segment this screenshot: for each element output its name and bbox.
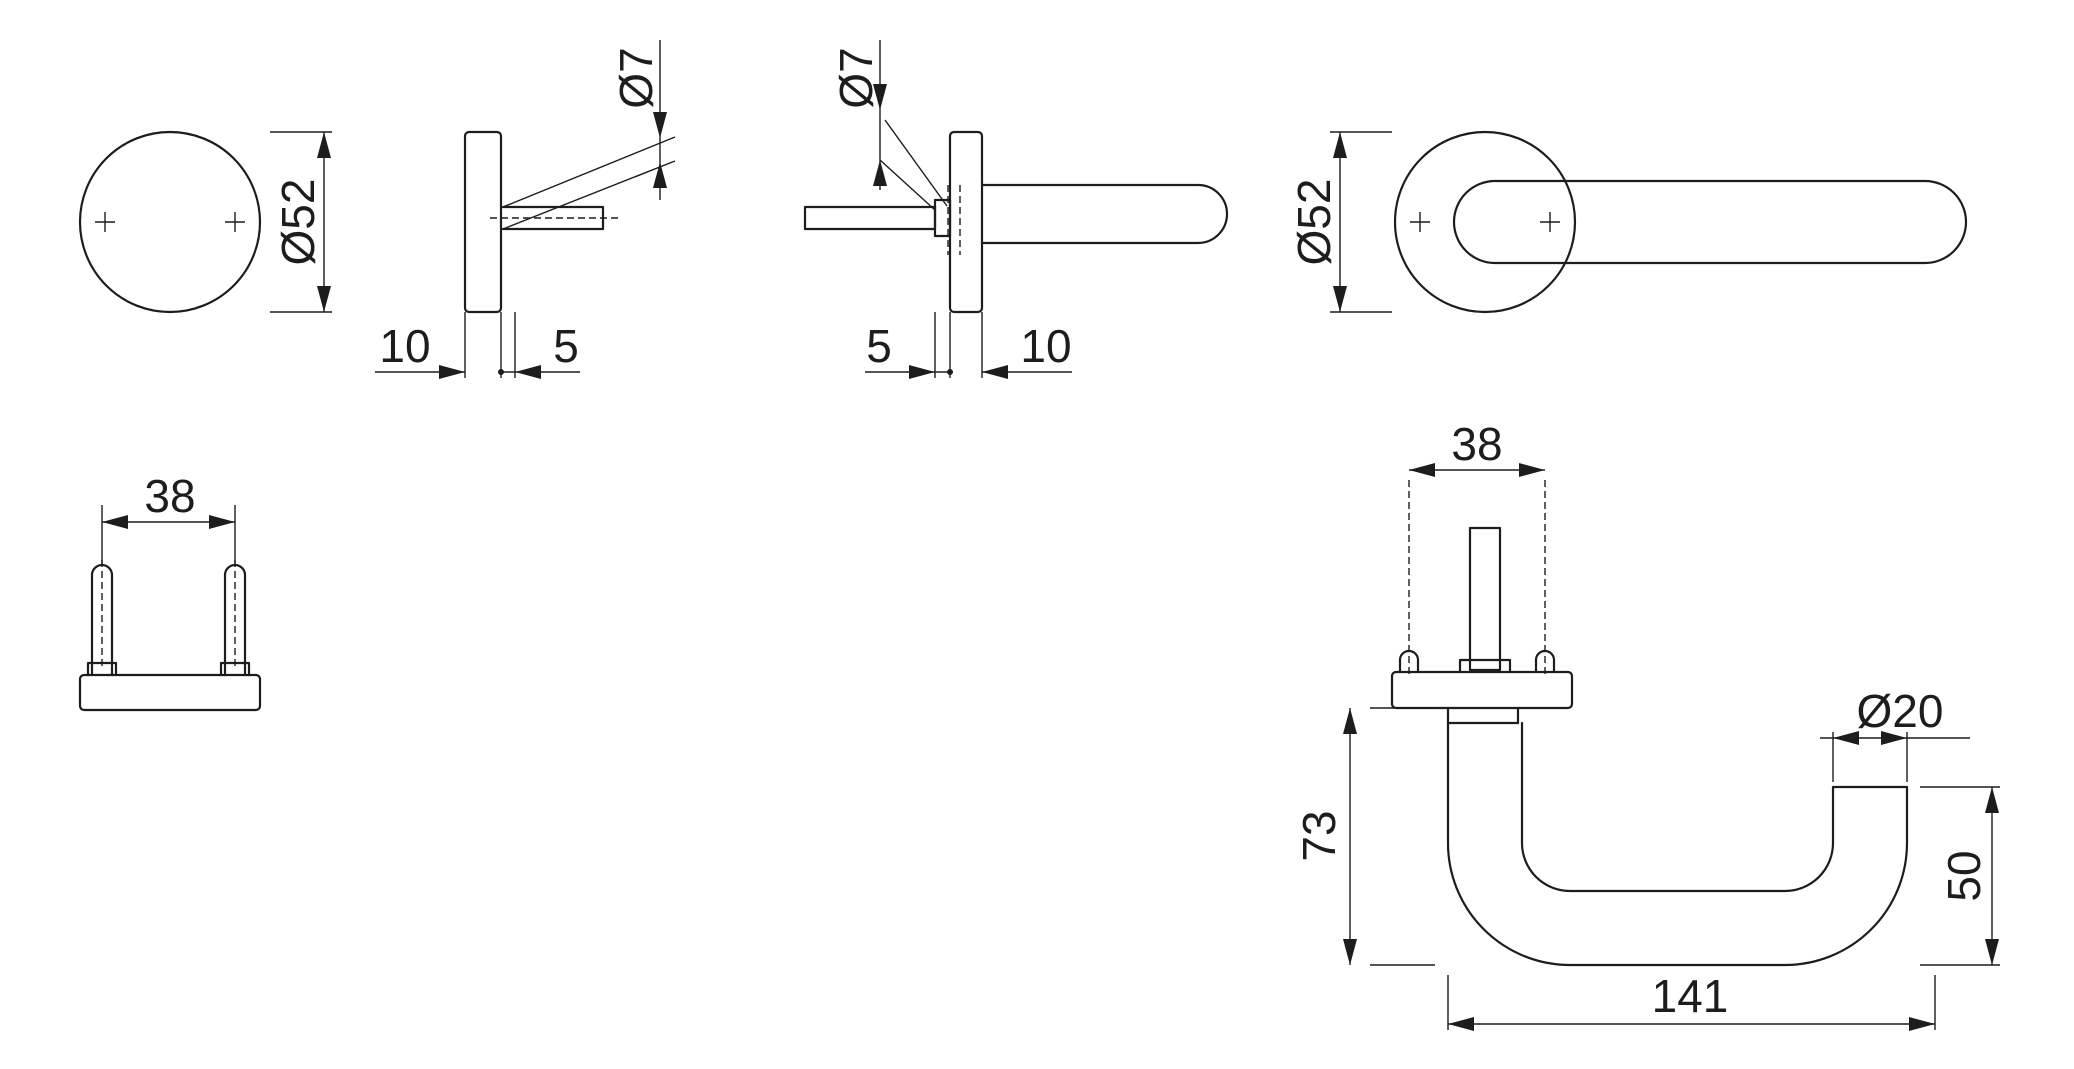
lever-front-view: Ø52 [1288,130,1968,314]
rose-front-view: Ø52 [78,130,332,314]
side-offset-left-label: 10 [379,320,430,372]
pin-spacing-rose-label: 38 [144,470,195,522]
lever-side-offset-right-label: 10 [1020,320,1071,372]
lever-plan-view: 38 Ø20 73 50 141 [1293,418,2000,1031]
spindle-diameter-right-label: Ø7 [830,47,882,108]
rose-diameter-label: Ø52 [272,179,324,266]
lever-tip-height-label: 50 [1938,850,1990,901]
side-offset-right-label: 5 [553,320,579,372]
rose-side-view: Ø7 10 5 [375,40,676,379]
lever-height-label: 73 [1293,810,1345,861]
lever-length-label: 141 [1652,970,1729,1022]
lever-side-offset-left-label: 5 [866,320,892,372]
lever-side-view: Ø7 5 10 [803,40,1229,379]
spindle-diameter-left-label: Ø7 [610,47,662,108]
lever-tube-diameter-label: Ø20 [1857,685,1944,737]
lever-rose-diameter-label: Ø52 [1288,179,1340,266]
pin-spacing-lever-label: 38 [1451,418,1502,470]
rose-plan-view: 38 [78,470,262,712]
